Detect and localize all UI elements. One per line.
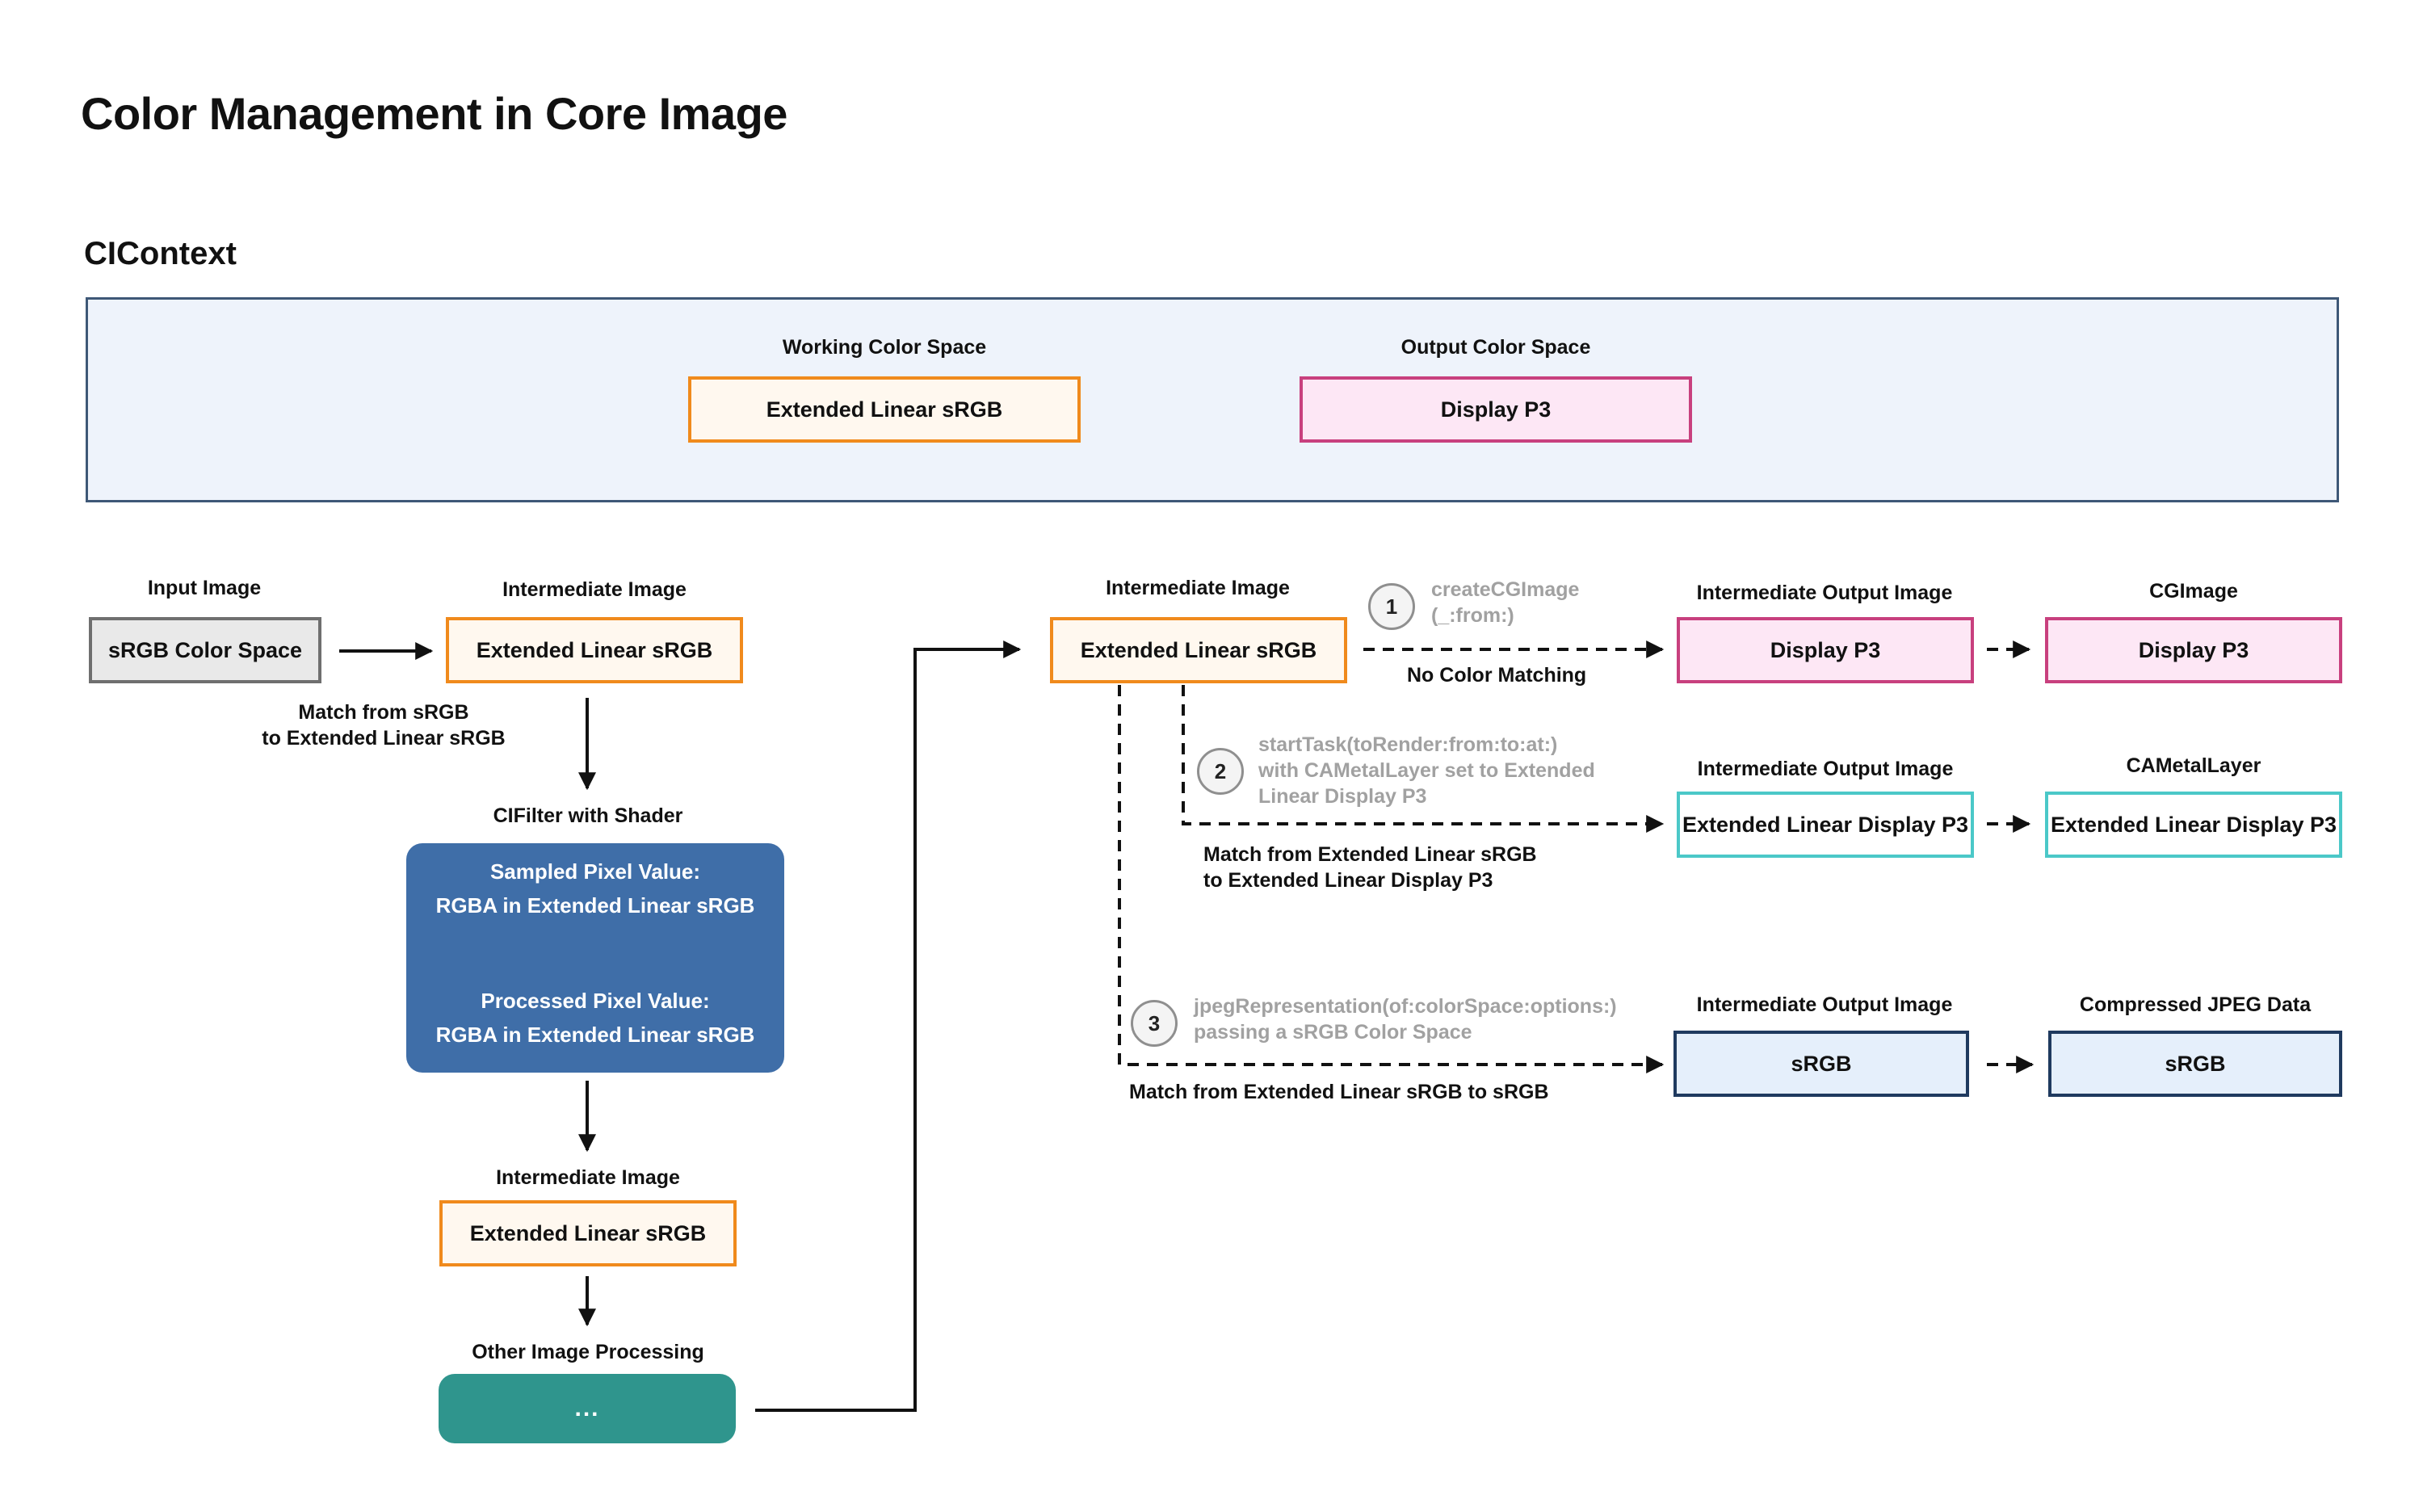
path3-api: jpegRepresentation(of:colorSpace:options…	[1194, 993, 1617, 1045]
path3-note: Match from Extended Linear sRGB to sRGB	[1129, 1081, 1549, 1103]
page-title: Color Management in Core Image	[81, 88, 787, 139]
arrow-path3	[1118, 685, 1665, 1073]
path3-api-line1: jpegRepresentation(of:colorSpace:options…	[1194, 995, 1617, 1018]
path3-api-line2: passing a sRGB Color Space	[1194, 1021, 1472, 1044]
right-intermediate-label: Intermediate Image	[1106, 577, 1290, 599]
context-panel	[86, 297, 2339, 502]
shader-processed-line2: RGBA in Extended Linear sRGB	[435, 1023, 755, 1047]
path1-output-box: Display P3	[1677, 617, 1974, 683]
other-processing-label: Other Image Processing	[472, 1341, 704, 1363]
shader-box: Sampled Pixel Value: RGBA in Extended Li…	[406, 843, 784, 1073]
working-color-space-box: Extended Linear sRGB	[688, 376, 1081, 443]
shader-sampled-line2: RGBA in Extended Linear sRGB	[435, 893, 755, 918]
path3-output-label: Intermediate Output Image	[1696, 993, 1953, 1016]
path2-note-line1: Match from Extended Linear sRGB	[1203, 843, 1537, 866]
jpeg-data-box: sRGB	[2048, 1031, 2342, 1097]
step-2-badge: 2	[1197, 748, 1244, 795]
path2-api-line2: with CAMetalLayer set to Extended	[1258, 759, 1595, 782]
path1-api-line1: createCGImage	[1431, 578, 1580, 601]
match-note-srgb-line2: to Extended Linear sRGB	[262, 727, 506, 750]
context-heading: CIContext	[84, 236, 237, 271]
intermediate-image-box-2: Extended Linear sRGB	[439, 1200, 737, 1266]
working-color-space-label: Working Color Space	[782, 336, 987, 359]
cgimage-box: Display P3	[2045, 617, 2342, 683]
shader-processed-line1: Processed Pixel Value:	[481, 989, 710, 1013]
match-note-srgb-line1: Match from sRGB	[298, 701, 469, 724]
path2-output-label: Intermediate Output Image	[1697, 758, 1954, 780]
path2-api: startTask(toRender:from:to:at:) with CAM…	[1258, 732, 1595, 809]
path1-api-line2: (_:from:)	[1431, 604, 1514, 627]
jpeg-data-label: Compressed JPEG Data	[2079, 993, 2312, 1016]
intermediate-image-label-1: Intermediate Image	[502, 578, 687, 601]
path2-note-line2: to Extended Linear Display P3	[1203, 869, 1493, 892]
other-processing-box: ...	[439, 1374, 736, 1443]
cametallayer-box: Extended Linear Display P3	[2045, 792, 2342, 858]
right-intermediate-box: Extended Linear sRGB	[1050, 617, 1347, 683]
path2-api-line1: startTask(toRender:from:to:at:)	[1258, 733, 1558, 756]
intermediate-image-box-1: Extended Linear sRGB	[446, 617, 743, 683]
match-note-srgb: Match from sRGB to Extended Linear sRGB	[242, 699, 525, 751]
step-3-badge: 3	[1131, 1000, 1178, 1047]
path3-output-box: sRGB	[1673, 1031, 1969, 1097]
output-color-space-box: Display P3	[1300, 376, 1692, 443]
path2-output-box: Extended Linear Display P3	[1677, 792, 1974, 858]
step-1-badge: 1	[1368, 583, 1415, 630]
path2-api-line3: Linear Display P3	[1258, 785, 1427, 808]
path1-api: createCGImage (_:from:)	[1431, 577, 1579, 628]
cametallayer-label: CAMetalLayer	[2126, 754, 2261, 777]
path1-output-label: Intermediate Output Image	[1696, 582, 1953, 604]
cgimage-label: CGImage	[2149, 580, 2238, 603]
cifilter-label: CIFilter with Shader	[493, 804, 683, 827]
output-color-space-label: Output Color Space	[1400, 336, 1591, 359]
shader-sampled-line1: Sampled Pixel Value:	[489, 859, 701, 884]
input-image-label: Input Image	[147, 577, 262, 599]
input-image-box: sRGB Color Space	[89, 617, 321, 683]
arrow-path2	[1182, 685, 1665, 833]
path1-note: No Color Matching	[1407, 664, 1587, 687]
path2-note: Match from Extended Linear sRGB to Exten…	[1203, 842, 1537, 893]
arrow-other-to-right-intermediate	[755, 640, 1022, 1412]
intermediate-image-label-2: Intermediate Image	[496, 1166, 680, 1189]
